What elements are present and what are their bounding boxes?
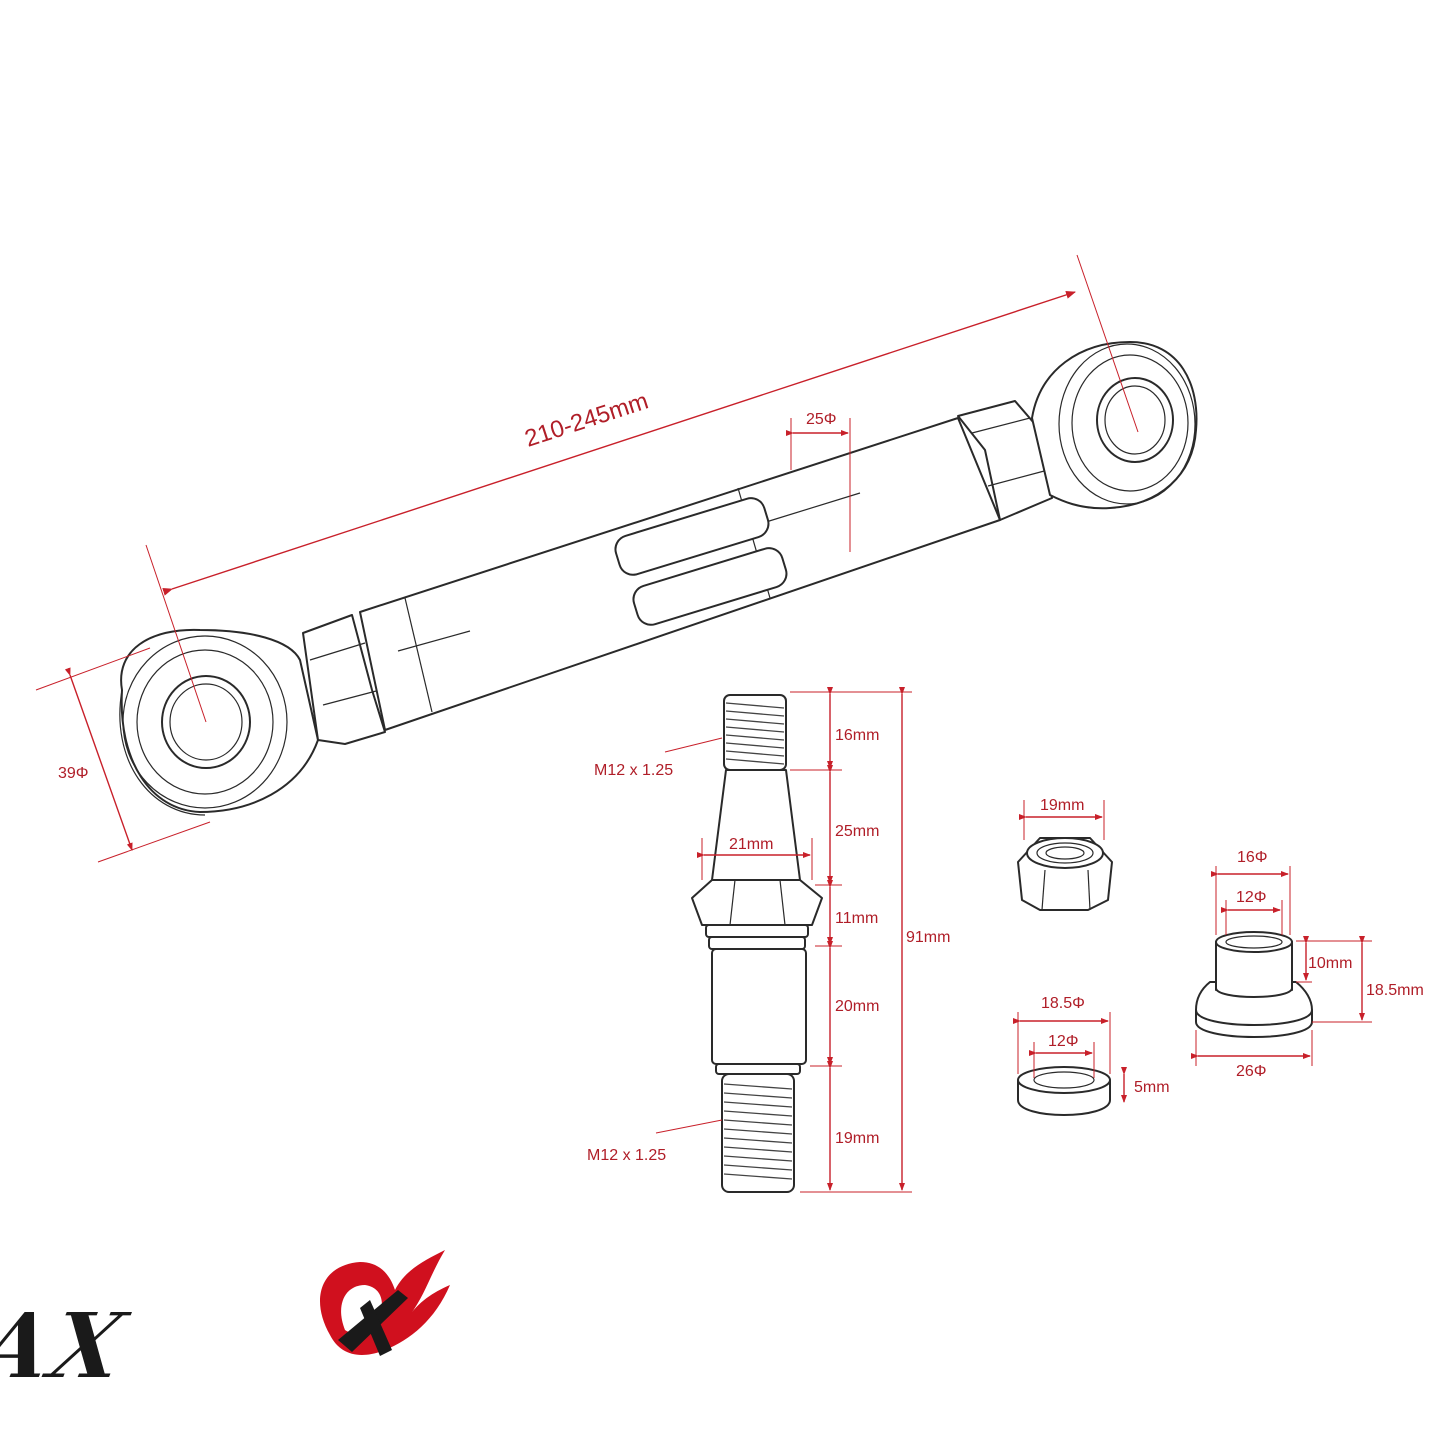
spacer-total-height-label: 18.5mm (1366, 982, 1424, 999)
stud-thread-bottom-label: M12 x 1.25 (587, 1147, 666, 1164)
stud-seg-hex-label: 11mm (835, 910, 878, 927)
washer-outer-label: 18.5Φ (1041, 995, 1085, 1012)
logo-wordmark: D-MAX (0, 1292, 138, 1400)
washer-thickness-label: 5mm (1134, 1079, 1170, 1096)
stud-dimensions: 16mm 25mm 11mm 20mm 19mm 91mm 21mm M12 x… (587, 687, 950, 1193)
stud-seg-taper-label: 25mm (835, 823, 879, 840)
spacer-top-outer-label: 16Φ (1237, 849, 1268, 866)
spacer-collar-height-label: 10mm (1308, 955, 1352, 972)
washer (1017, 1066, 1111, 1116)
stud-hex (691, 879, 823, 926)
stud-seg-shank-label: 20mm (835, 998, 879, 1015)
adjustable-rod (119, 341, 1198, 816)
nut-width-label: 19mm (1040, 797, 1084, 814)
washer-inner-label: 12Φ (1048, 1033, 1079, 1050)
stud-hex-width-label: 21mm (729, 836, 773, 853)
right-ball-joint (1096, 377, 1174, 463)
left-jam-nut (302, 614, 386, 745)
rod-body-dia-label: 25Φ (806, 411, 837, 428)
spacer-dimensions: 16Φ 12Φ 10mm 18.5mm 26Φ (1191, 849, 1424, 1080)
stud-thread-top-label: M12 x 1.25 (594, 762, 673, 779)
length-dimension-line (162, 291, 1076, 596)
spacer-inner-label: 12Φ (1236, 889, 1267, 906)
stepped-spacer (1195, 931, 1313, 1038)
eye-dia-dimension (64, 667, 133, 851)
stud-shank (711, 948, 807, 1065)
rod-length-label: 210-245mm (522, 387, 652, 452)
eye-dia-label: 39Φ (58, 765, 89, 782)
lock-nut (1017, 837, 1113, 911)
stud-seg-bottom-label: 19mm (835, 1130, 879, 1147)
nut-dimensions: 19mm (1019, 797, 1105, 840)
stud-taper (711, 769, 801, 881)
stud-seg-top-label: 16mm (835, 727, 879, 744)
dmax-logo: D-MAX (0, 1250, 450, 1401)
stud-top-thread (723, 694, 787, 771)
washer-dimensions: 18.5Φ 12Φ 5mm (1013, 995, 1170, 1103)
stud-total-label: 91mm (906, 929, 950, 946)
spacer-base-outer-label: 26Φ (1236, 1063, 1267, 1080)
